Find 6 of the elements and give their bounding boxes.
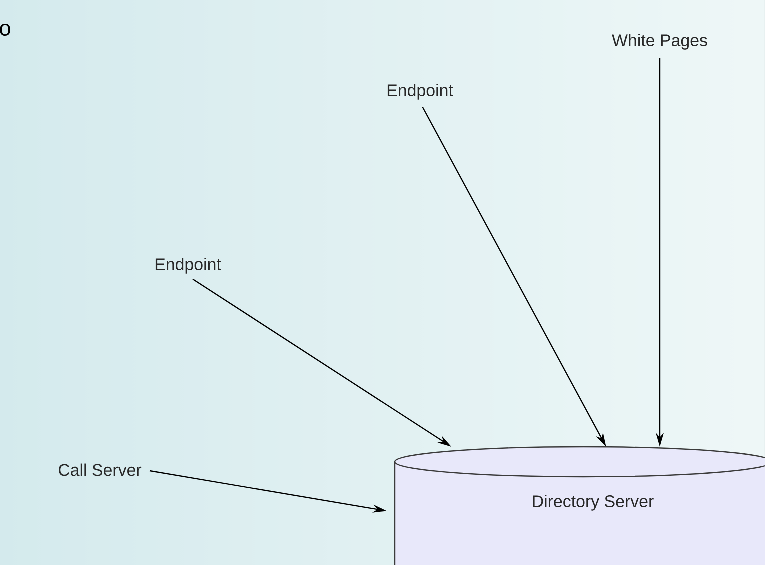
node-label: Endpoint [156,258,222,274]
node-label: Endpoint [388,84,454,100]
text-fragment: o [0,24,10,36]
node-label: White Pages [612,34,708,50]
cylinder-box: Directory Server [394,446,765,565]
node-label: Call Server [58,464,142,476]
